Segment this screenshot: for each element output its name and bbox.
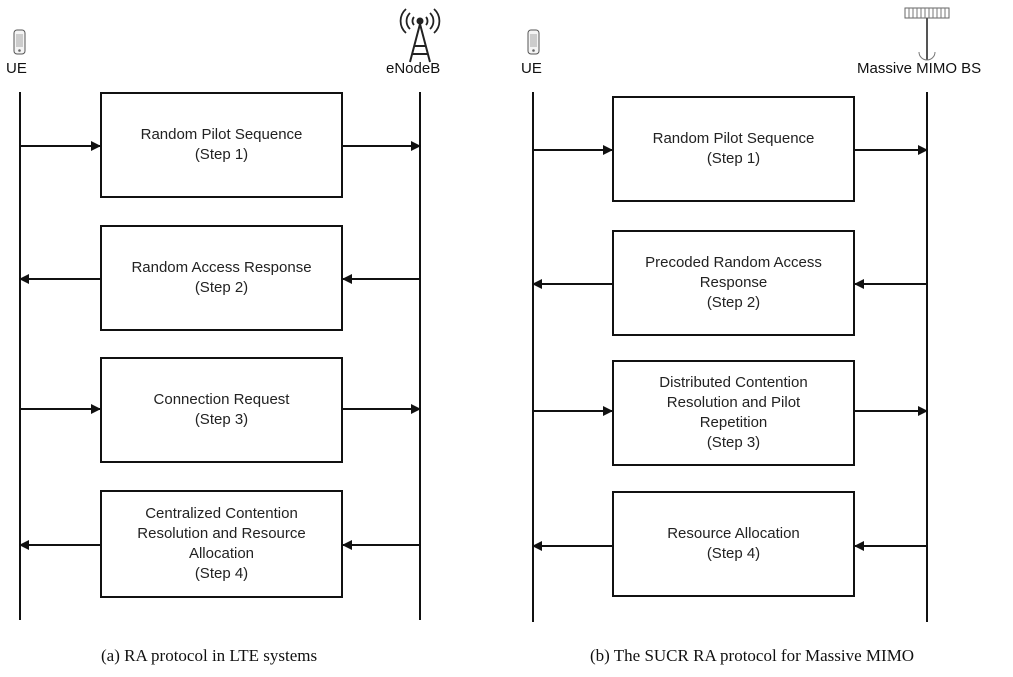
left-step-4-box: Centralized Contention Resolution and Re… (100, 490, 343, 598)
box-line: Allocation (188, 545, 255, 562)
box-line: Response (699, 274, 768, 291)
box-line: (Step 1) (706, 150, 761, 167)
box-line: Random Pilot Sequence (652, 130, 815, 147)
right-caption: (b) The SUCR RA protocol for Massive MIM… (590, 646, 915, 665)
box-line: Resolution and Resource (137, 525, 306, 542)
left-step-3-box: Connection Request (Step 3) (100, 357, 343, 463)
box-line: (Step 2) (706, 294, 761, 311)
left-sequence-lines (19, 92, 421, 620)
massive-mimo-antenna-icon (904, 7, 950, 61)
right-sequence-lines (532, 92, 928, 622)
box-line: Repetition (699, 414, 768, 431)
right-step-3-box: Distributed Contention Resolution and Pi… (612, 360, 855, 466)
box-line: (Step 2) (194, 279, 249, 296)
left-enodeb-label: eNodeB (386, 60, 441, 77)
enodeb-tower-icon (399, 8, 441, 63)
box-line: (Step 3) (706, 434, 761, 451)
ue-phone-icon (527, 29, 540, 55)
box-line: (Step 1) (194, 146, 249, 163)
box-line: Resource Allocation (667, 525, 800, 542)
right-bs-label: Massive MIMO BS (857, 60, 982, 77)
left-step-1-box: Random Pilot Sequence (Step 1) (100, 92, 343, 198)
box-line: Connection Request (153, 391, 290, 408)
box-line: Random Access Response (131, 259, 312, 276)
box-line: Distributed Contention (659, 374, 808, 391)
left-step-2-box: Random Access Response (Step 2) (100, 225, 343, 331)
box-line: (Step 3) (194, 411, 249, 428)
ue-phone-icon (13, 29, 26, 55)
left-caption: (a) RA protocol in LTE systems (101, 646, 318, 665)
box-line: Random Pilot Sequence (140, 126, 303, 143)
box-line: (Step 4) (194, 565, 249, 582)
right-step-2-box: Precoded Random Access Response (Step 2) (612, 230, 855, 336)
right-step-1-box: Random Pilot Sequence (Step 1) (612, 96, 855, 202)
right-ue-label: UE (521, 60, 542, 77)
left-ue-label: UE (6, 60, 27, 77)
box-line: (Step 4) (706, 545, 761, 562)
box-line: Resolution and Pilot (666, 394, 801, 411)
right-step-4-box: Resource Allocation (Step 4) (612, 491, 855, 597)
box-line: Centralized Contention (145, 505, 298, 522)
box-line: Precoded Random Access (645, 254, 822, 271)
